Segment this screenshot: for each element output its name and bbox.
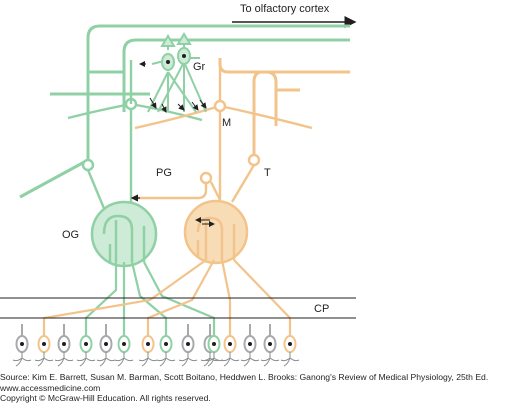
receptor-cell xyxy=(12,324,32,367)
caption-copyright: Copyright © McGraw-Hill Education. All r… xyxy=(0,393,211,404)
label-granule: Gr xyxy=(193,61,206,73)
receptor-cell xyxy=(220,324,240,367)
reciprocal-synapse-arrows xyxy=(139,61,207,113)
caption-url: www.accessmedicine.com xyxy=(0,382,101,393)
receptor-cell xyxy=(156,324,176,367)
granule-cells xyxy=(147,32,207,113)
receptor-cell xyxy=(96,324,116,367)
label-cribriform-plate: CP xyxy=(314,303,329,315)
caption-source: Source: Kim E. Barrett, Susan M. Barman,… xyxy=(0,372,489,382)
receptor-cell xyxy=(34,324,54,367)
receptor-cell xyxy=(240,324,260,367)
green-axon-tracts xyxy=(19,24,350,199)
receptor-cell xyxy=(178,324,198,367)
label-periglomerular: PG xyxy=(156,167,172,179)
label-olfactory-glomerulus: OG xyxy=(62,229,79,241)
receptor-cell xyxy=(204,324,224,367)
label-to-cortex: To olfactory cortex xyxy=(240,3,330,15)
periglomerular-cell xyxy=(130,171,222,202)
receptor-cell xyxy=(280,324,300,367)
receptor-cell xyxy=(138,324,158,367)
mitral-cell-green xyxy=(67,60,203,219)
receptor-cell xyxy=(54,324,74,367)
label-mitral: M xyxy=(222,117,231,129)
label-tufted: T xyxy=(264,167,271,179)
green-glomerulus xyxy=(90,200,158,268)
receptor-cell xyxy=(114,324,134,367)
orange-glomerulus xyxy=(183,199,249,265)
source-caption: Source: Kim E. Barrett, Susan M. Barman,… xyxy=(0,372,520,404)
cribriform-plate xyxy=(0,297,356,319)
mitral-cell-orange xyxy=(134,58,313,203)
receptor-cell xyxy=(260,324,280,367)
olfactory-bulb-diagram: To olfactory cortex Gr M PG T OG CP xyxy=(0,3,357,367)
orange-axon-tracts xyxy=(218,58,350,155)
receptor-cells xyxy=(12,324,300,367)
receptor-cell xyxy=(76,324,96,367)
